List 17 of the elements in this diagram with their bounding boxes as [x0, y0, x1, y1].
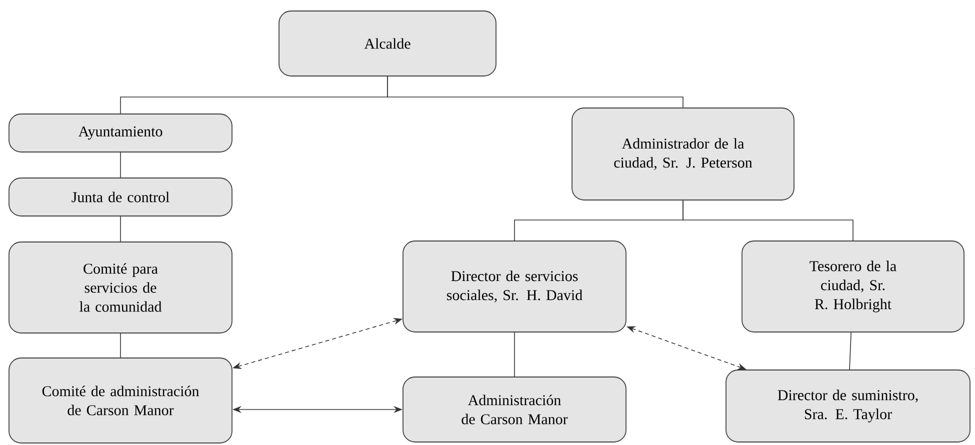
org-box: Administrador de la ciudad, Sr. J. Peterson [572, 108, 794, 200]
connector-line [120, 333, 121, 358]
org-box: Junta de control [8, 178, 232, 216]
org-box: Alcalde [278, 10, 496, 76]
org-box: Comité de administración de Carson Manor [8, 358, 232, 444]
connector-line [849, 332, 852, 370]
connector-line [682, 200, 854, 241]
connector-line [120, 152, 121, 178]
org-box: Comité para servicios de la comunidad [8, 242, 232, 334]
org-box: Director de servicios sociales, Sr. H. David [402, 240, 626, 332]
org-box: Administración de Carson Manor [402, 376, 626, 442]
connector-line [120, 216, 121, 242]
connector-line [514, 332, 515, 377]
org-box: Tesorero de la ciudad, Sr. R. Holbright [742, 240, 964, 332]
org-box: Director de suministro, Sra. E. Taylor [726, 370, 970, 442]
connector-line [387, 76, 684, 108]
org-box: Ayuntamiento [8, 114, 232, 152]
